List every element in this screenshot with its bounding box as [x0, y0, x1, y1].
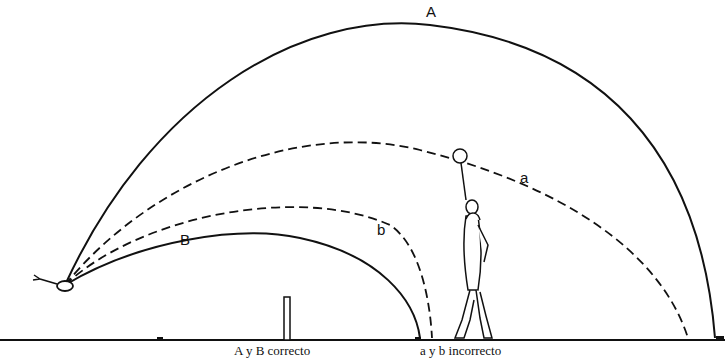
net-post	[284, 297, 290, 340]
caption-note: A y B correcto	[234, 344, 310, 357]
trajectory-curve	[65, 207, 432, 338]
player-figure	[453, 149, 492, 338]
ground-line	[0, 339, 725, 341]
caption-note: a y b incorrecto	[420, 344, 501, 357]
court-mark	[716, 336, 724, 341]
curve-letter: a	[520, 170, 528, 185]
court-mark	[157, 337, 163, 341]
trajectory-curve	[65, 142, 688, 338]
trajectory-curve	[65, 233, 420, 338]
racket-symbol	[33, 275, 73, 291]
curve-letter: A	[426, 4, 436, 19]
curve-letter: b	[377, 222, 385, 237]
curve-letter: B	[180, 232, 190, 247]
trajectory-curve	[65, 23, 715, 338]
